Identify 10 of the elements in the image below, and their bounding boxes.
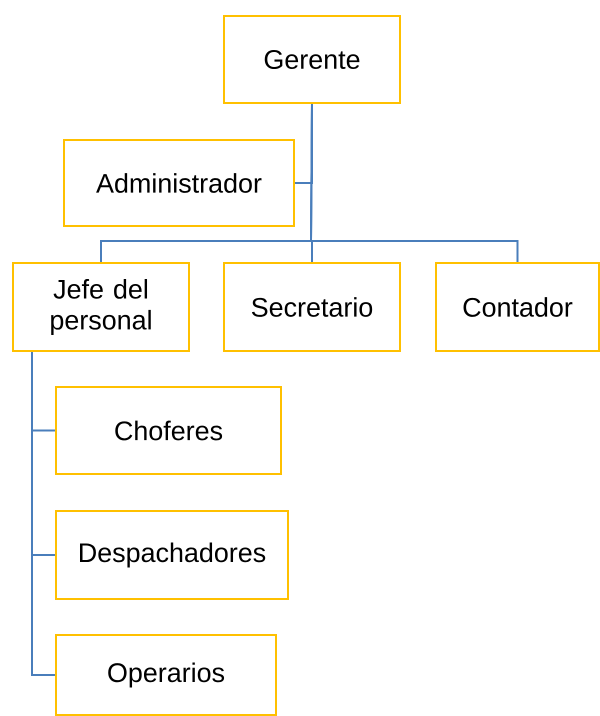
org-box: Choferes — [55, 386, 282, 475]
org-box: Contador — [435, 262, 600, 352]
connector-line — [31, 352, 55, 676]
org-box: Despachadores — [55, 510, 289, 600]
org-box: Jefe del personal — [12, 262, 190, 352]
connector-line — [310, 104, 518, 262]
org-box: Gerente — [223, 15, 401, 104]
org-box: Secretario — [223, 262, 401, 352]
org-box: Administrador — [63, 139, 295, 227]
org-box: Operarios — [55, 634, 277, 716]
